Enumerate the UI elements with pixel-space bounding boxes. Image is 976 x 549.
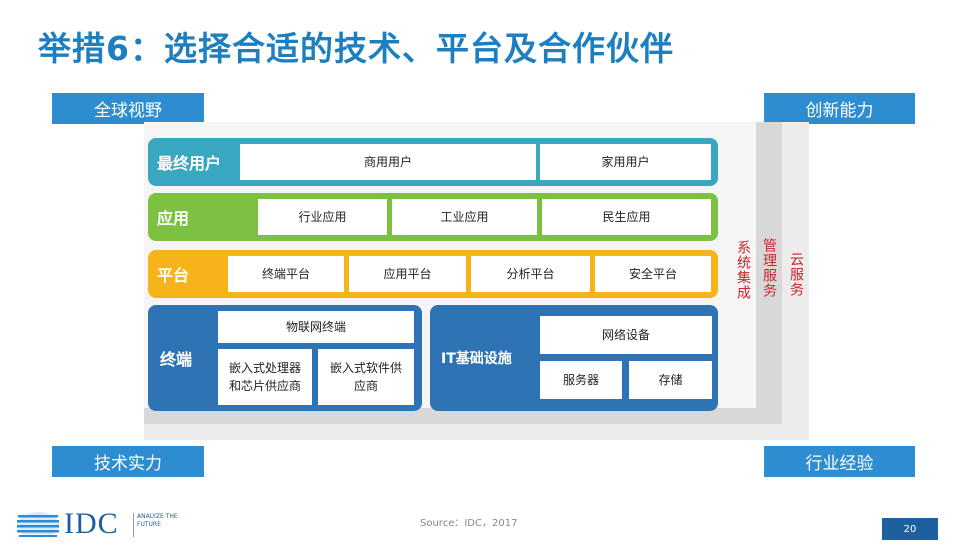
idc-globe-icon	[16, 511, 60, 539]
terminal-iot: 物联网终端	[218, 311, 414, 343]
end-user-label: 最终用户	[157, 154, 222, 173]
app-industrial: 工业应用	[392, 199, 537, 235]
source-note: Source：IDC，2017	[420, 518, 518, 529]
platform-analysis: 分析平台	[471, 256, 590, 292]
it-infrastructure-label: IT基础设施	[441, 351, 512, 367]
it-network-equipment: 网络设备	[540, 316, 712, 354]
end-user-commercial: 商用用户	[240, 144, 536, 180]
platform-security: 安全平台	[595, 256, 711, 292]
it-server: 服务器	[540, 361, 622, 399]
terminal-embedded-software: 嵌入式软件供应商	[318, 349, 414, 405]
service-cloud: 云服务	[788, 252, 804, 297]
idc-logo: IDC	[64, 507, 119, 540]
it-storage: 存储	[629, 361, 712, 399]
corner-global-vision: 全球视野	[52, 93, 204, 124]
platform-terminal: 终端平台	[228, 256, 344, 292]
corner-innovation: 创新能力	[764, 93, 915, 124]
idc-tagline: ANALYZE THE FUTURE	[137, 513, 178, 528]
platform-application: 应用平台	[349, 256, 466, 292]
platform-label: 平台	[157, 266, 190, 285]
corner-industry-experience: 行业经验	[764, 446, 915, 477]
application-label: 应用	[157, 209, 190, 228]
page-title: 举措6：选择合适的技术、平台及合作伙伴	[38, 29, 674, 68]
page-number: 20	[882, 518, 938, 540]
terminal-label: 终端	[160, 350, 193, 369]
app-industry: 行业应用	[258, 199, 387, 235]
service-system-integration: 系统集成	[735, 240, 751, 300]
service-management: 管理服务	[761, 238, 777, 298]
end-user-home: 家用用户	[540, 144, 711, 180]
app-livelihood: 民生应用	[542, 199, 711, 235]
logo-divider	[133, 513, 134, 537]
terminal-embedded-chip: 嵌入式处理器和芯片供应商	[218, 349, 312, 405]
corner-technical-strength: 技术实力	[52, 446, 204, 477]
